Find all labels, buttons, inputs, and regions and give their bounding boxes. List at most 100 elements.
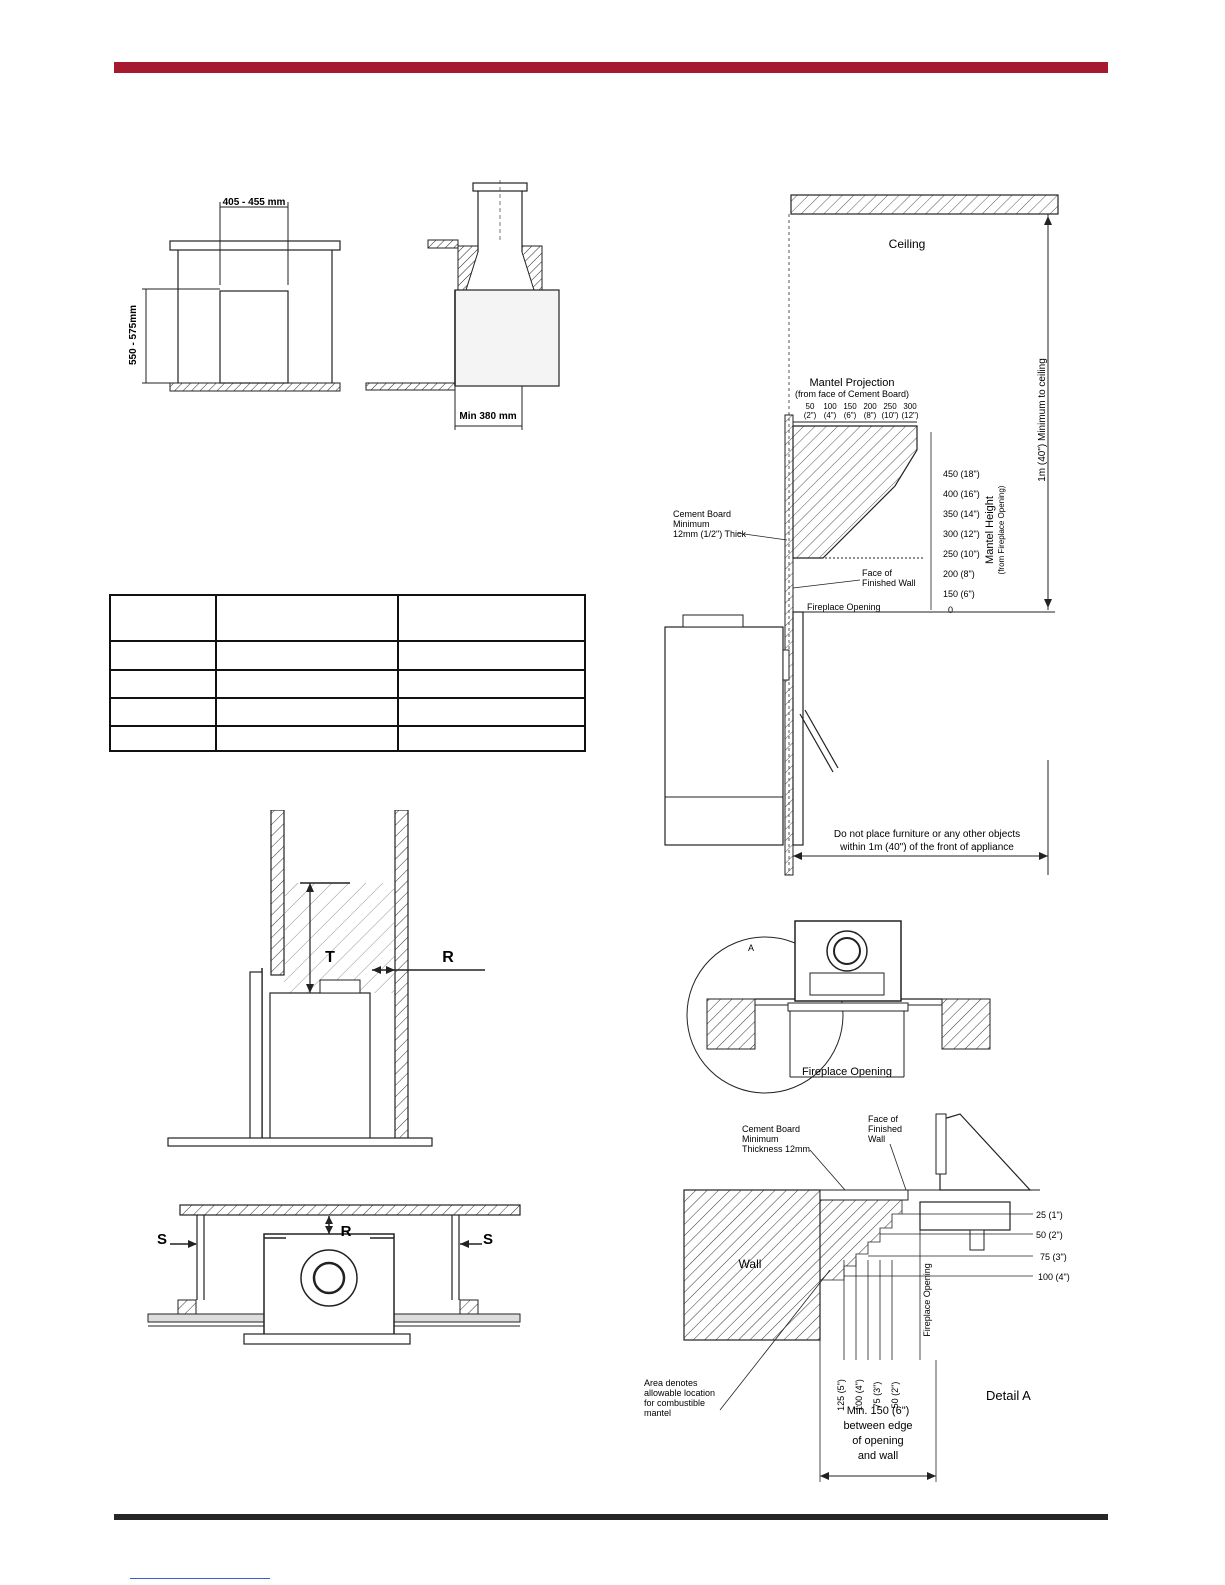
cement-board-line2: Minimum xyxy=(673,519,710,529)
proj-mm-2: 100 xyxy=(823,402,837,411)
side-view-figure: Min 380 mm xyxy=(365,180,560,430)
fireplace-opening-label: Fireplace Opening xyxy=(807,602,881,612)
clearance-table xyxy=(109,594,586,752)
min-note-line4: and wall xyxy=(858,1450,898,1462)
label-s-left: S xyxy=(157,1231,167,1248)
area-note-line1: Area denotes xyxy=(644,1378,698,1388)
proj-mm-1: 50 xyxy=(806,402,815,411)
cement-board-line1: Cement Board xyxy=(673,509,731,519)
min-note-line1: Min. 150 (6") xyxy=(847,1405,910,1417)
height-tick-250: 250 (10") xyxy=(943,549,980,559)
proj-in-4: (8") xyxy=(864,411,877,420)
proj-in-1: (2") xyxy=(804,411,817,420)
table-cell xyxy=(109,594,217,642)
face-finished-line2: Finished Wall xyxy=(862,578,916,588)
height-tick-350: 350 (14") xyxy=(943,509,980,519)
detail-cement-line1: Cement Board xyxy=(742,1124,800,1134)
side-clearance-figure: T R xyxy=(167,810,485,1147)
mantel-projection-sub: (from face of Cement Board) xyxy=(795,389,909,399)
bottom-tick-100: 100 (4") xyxy=(854,1379,864,1411)
mantel-height-title: Mantel Height xyxy=(984,496,996,564)
mantel-clearance-figure: Ceiling 1m (40") Minimum to ceiling Mant… xyxy=(664,194,1059,876)
label-r-top: R xyxy=(341,1223,352,1240)
furniture-note-line2: within 1m (40") of the front of applianc… xyxy=(839,842,1014,853)
detail-cement-line3: Thickness 12mm xyxy=(742,1144,810,1154)
table-cell xyxy=(109,697,217,727)
right-tick-75: 75 (3") xyxy=(1040,1252,1067,1262)
height-tick-200: 200 (8") xyxy=(943,569,975,579)
table-cell xyxy=(109,669,217,699)
table-cell xyxy=(397,640,586,671)
detail-fireplace-opening: Fireplace Opening xyxy=(922,1263,932,1337)
furniture-note-line1: Do not place furniture or any other obje… xyxy=(834,829,1020,840)
wall-label: Wall xyxy=(739,1257,762,1271)
proj-mm-6: 300 xyxy=(903,402,917,411)
plan-view-figure: A Fireplace Opening xyxy=(686,920,991,1094)
table-cell xyxy=(397,669,586,699)
bottom-tick-75: 75 (3") xyxy=(872,1382,882,1409)
bottom-tick-50: 50 (2") xyxy=(890,1382,900,1409)
table-cell xyxy=(397,594,586,642)
face-finished-line1: Face of xyxy=(862,568,893,578)
height-tick-300: 300 (12") xyxy=(943,529,980,539)
table-cell xyxy=(215,594,399,642)
front-view-figure: 405 - 455 mm 550 - 575mm xyxy=(128,197,341,392)
proj-in-6: (12") xyxy=(901,411,918,420)
label-t: T xyxy=(325,949,335,966)
table-cell xyxy=(215,640,399,671)
proj-mm-4: 200 xyxy=(863,402,877,411)
min-note-line3: of opening xyxy=(852,1435,903,1447)
cement-board-line3: 12mm (1/2") Thick xyxy=(673,529,747,539)
detail-a-label: Detail A xyxy=(986,1388,1031,1403)
height-tick-450: 450 (18") xyxy=(943,469,980,479)
mantel-height-sub: (from Fireplace Opening) xyxy=(997,485,1006,574)
proj-in-5: (10") xyxy=(881,411,898,420)
mantel-projection-title: Mantel Projection xyxy=(810,377,895,389)
detail-face-line1: Face of xyxy=(868,1114,899,1124)
right-tick-25: 25 (1") xyxy=(1036,1210,1063,1220)
detail-cement-line2: Minimum xyxy=(742,1134,779,1144)
table-cell xyxy=(215,669,399,699)
table-header-row xyxy=(109,594,586,642)
detail-face-line3: Wall xyxy=(868,1134,885,1144)
width-dimension-label: 405 - 455 mm xyxy=(223,197,286,208)
min-note-line2: between edge xyxy=(843,1420,912,1432)
footer-bar xyxy=(114,1514,1108,1520)
area-note-line3: for combustible xyxy=(644,1398,705,1408)
height-tick-400: 400 (16") xyxy=(943,489,980,499)
detail-face-line2: Finished xyxy=(868,1124,902,1134)
ceiling-label: Ceiling xyxy=(889,237,926,251)
proj-in-3: (6") xyxy=(844,411,857,420)
label-s-right: S xyxy=(483,1231,493,1248)
table-cell xyxy=(109,640,217,671)
footer-link-underline xyxy=(130,1578,270,1579)
area-note-line4: mantel xyxy=(644,1408,671,1418)
height-tick-0: 0 xyxy=(948,605,953,615)
proj-mm-3: 150 xyxy=(843,402,857,411)
plan-fireplace-opening: Fireplace Opening xyxy=(802,1066,892,1078)
top-clearance-figure: S R S xyxy=(147,1204,521,1345)
table-row xyxy=(109,640,586,671)
table-cell xyxy=(215,697,399,727)
header-accent-bar xyxy=(114,62,1108,73)
height-dimension-label: 550 - 575mm xyxy=(128,305,139,365)
table-row xyxy=(109,725,586,752)
height-tick-150: 150 (6") xyxy=(943,589,975,599)
table-row xyxy=(109,669,586,699)
depth-dimension-label: Min 380 mm xyxy=(459,411,516,422)
table-cell xyxy=(397,725,586,752)
bottom-tick-125: 125 (5") xyxy=(836,1379,846,1411)
min-ceiling-label: 1m (40") Minimum to ceiling xyxy=(1037,358,1048,482)
area-note-line2: allowable location xyxy=(644,1388,715,1398)
table-cell xyxy=(397,697,586,727)
proj-in-2: (4") xyxy=(824,411,837,420)
right-tick-100: 100 (4") xyxy=(1038,1272,1070,1282)
proj-mm-5: 250 xyxy=(883,402,897,411)
table-row xyxy=(109,697,586,727)
detail-a-marker: A xyxy=(748,943,754,953)
table-cell xyxy=(215,725,399,752)
table-cell xyxy=(109,725,217,752)
detail-a-figure: Wall Cement Board Minimum Thickness 12mm… xyxy=(644,1113,1070,1482)
right-tick-50: 50 (2") xyxy=(1036,1230,1063,1240)
label-r: R xyxy=(442,949,454,966)
